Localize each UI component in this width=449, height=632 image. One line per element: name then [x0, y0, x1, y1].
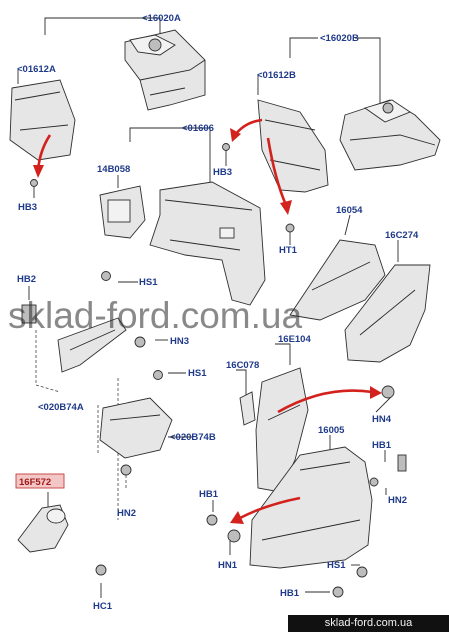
watermark-text: sklad-ford.com.ua — [8, 295, 302, 336]
part-020B74B — [99, 397, 173, 459]
red-arrows — [33, 118, 382, 524]
label-HS1-upper: HS1 — [139, 277, 158, 288]
label-HN2-middle: HN2 — [117, 508, 136, 519]
label-HB1-lower: HB1 — [280, 588, 300, 599]
label-HB1-left: HB1 — [199, 489, 219, 500]
part-020B74A — [57, 317, 127, 373]
part-16020B — [339, 99, 441, 171]
label-HN1: HN1 — [218, 560, 238, 571]
label-01606: <01606 — [182, 123, 214, 134]
label-HB2: HB2 — [17, 274, 36, 285]
part-16005 — [249, 446, 373, 569]
part-01606 — [149, 181, 266, 306]
label-16020B: <16020B — [320, 33, 359, 44]
highlighted-label-box — [15, 473, 65, 489]
label-16F572: 16F572 — [19, 477, 51, 488]
label-14B058: 14B058 — [97, 164, 130, 175]
part-01612A — [9, 79, 76, 161]
label-HN3: HN3 — [170, 336, 189, 347]
label-HN4: HN4 — [372, 414, 392, 425]
part-16C078 — [239, 391, 256, 426]
part-16C274 — [344, 264, 431, 363]
label-HT1: HT1 — [279, 245, 298, 256]
label-01612B: <01612B — [257, 70, 296, 81]
label-HB3-right: HB3 — [213, 167, 232, 178]
part-labels: <16020A <01612A <16020B <01612B <01606 1… — [17, 13, 419, 612]
part-16F572 — [17, 504, 69, 553]
leader-lines — [17, 17, 399, 598]
label-020B74A: <020B74A — [38, 402, 84, 413]
label-16C274: 16C274 — [385, 230, 419, 241]
label-01612A: <01612A — [17, 64, 56, 75]
footer-site-badge: sklad-ford.com.ua — [288, 615, 449, 632]
label-HB1-right: HB1 — [372, 440, 392, 451]
label-020B74B: <020B74B — [170, 432, 216, 443]
label-16E104: 16E104 — [278, 334, 311, 345]
part-16054 — [289, 239, 386, 321]
label-HS1-lower: HS1 — [327, 560, 346, 571]
label-HB3-left: HB3 — [18, 202, 37, 213]
label-16054: 16054 — [336, 205, 363, 216]
part-14B058 — [99, 185, 146, 239]
label-16020A: <16020A — [142, 13, 181, 24]
label-HC1: HC1 — [93, 601, 113, 612]
label-16C078: 16C078 — [226, 360, 259, 371]
part-16020A — [124, 29, 206, 111]
label-HN2-right: HN2 — [388, 495, 407, 506]
fasteners — [21, 143, 407, 598]
label-HS1-middle: HS1 — [188, 368, 207, 379]
label-16005: 16005 — [318, 425, 345, 436]
